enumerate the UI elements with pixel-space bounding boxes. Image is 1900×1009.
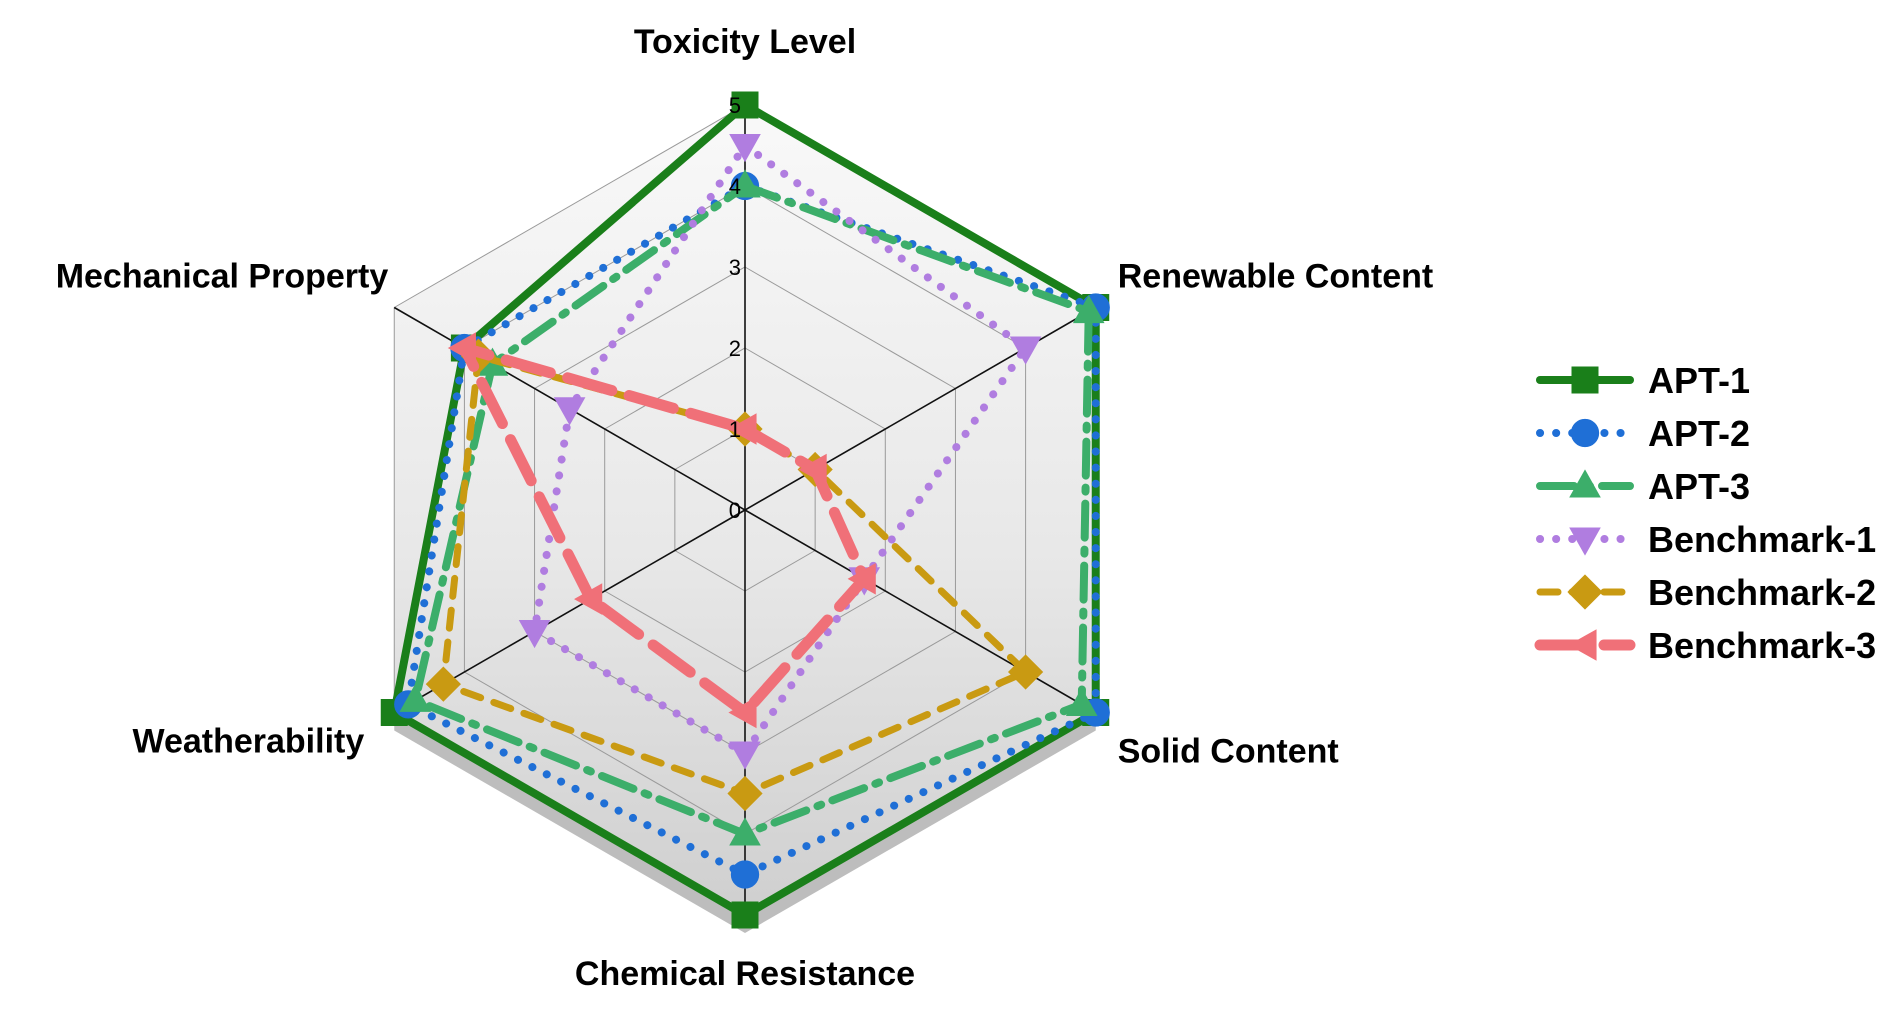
marker-apt-3-toxicity-level [729, 169, 761, 198]
marker-apt-1-toxicity-level [731, 91, 759, 119]
tick-label: 3 [729, 255, 741, 280]
axis-label-weatherability: Weatherability [132, 723, 364, 761]
tick-label: 1 [729, 417, 741, 442]
marker-benchmark-3-mechanical-property [447, 332, 476, 364]
spoke-solid-content [744, 509, 1097, 714]
marker-benchmark-1-mechanical-property [553, 397, 586, 426]
marker-apt-2-chemical-resistance [730, 860, 760, 889]
marker-benchmark-3-renewable-content [798, 453, 827, 486]
marker-benchmark-2-weatherability [425, 666, 461, 702]
tick-label: 5 [729, 93, 741, 118]
axis-label-solid-content: Solid Content [1118, 733, 1339, 771]
legend-swatch-marker [1569, 469, 1601, 498]
marker-benchmark-1-chemical-resistance [729, 741, 761, 770]
marker-benchmark-1-renewable-content [1009, 336, 1042, 365]
legend-swatch-marker [1568, 629, 1597, 661]
legend-swatch-marker [1571, 366, 1599, 394]
marker-benchmark-1-weatherability [518, 619, 551, 649]
legend-item-apt-1: APT-1 [1536, 360, 1750, 401]
legend-swatch-marker [1567, 574, 1603, 610]
legend-item-benchmark-1: Benchmark-1 [1536, 519, 1876, 560]
marker-apt-3-solid-content [1065, 687, 1098, 716]
marker-apt-3-weatherability [399, 683, 432, 712]
marker-benchmark-3-solid-content [847, 563, 876, 595]
axis-label-mechanical-property: Mechanical Property [56, 258, 389, 296]
legend-label: Benchmark-2 [1648, 572, 1876, 613]
legend-item-benchmark-3: Benchmark-3 [1534, 625, 1876, 666]
marker-apt-1-chemical-resistance [731, 901, 759, 929]
marker-benchmark-3-weatherability [574, 583, 603, 615]
tick-label: 4 [729, 174, 741, 199]
series-group [380, 91, 1110, 929]
marker-apt-3-chemical-resistance [729, 817, 761, 846]
legend-label: APT-3 [1648, 466, 1750, 507]
series-benchmark-3 [447, 332, 876, 729]
legend-label: APT-1 [1648, 360, 1750, 401]
legend-label: Benchmark-1 [1648, 519, 1876, 560]
legend-item-benchmark-2: Benchmark-2 [1536, 572, 1876, 613]
marker-benchmark-3-toxicity-level [728, 413, 757, 445]
marker-apt-3-renewable-content [1072, 294, 1105, 324]
tick-labels: 0 1 2 3 4 5 [729, 93, 741, 523]
marker-benchmark-1-toxicity-level [729, 133, 761, 163]
marker-benchmark-3-chemical-resistance [728, 696, 757, 729]
axis-label-toxicity-level: Toxicity Level [634, 23, 856, 61]
axis-label-chemical-resistance: Chemical Resistance [575, 955, 915, 993]
legend: APT-1APT-2APT-3Benchmark-1Benchmark-2Ben… [1534, 360, 1876, 666]
legend-item-apt-2: APT-2 [1536, 413, 1750, 454]
legend-swatch-marker [1569, 527, 1601, 556]
legend-label: Benchmark-3 [1648, 625, 1876, 666]
axis-label-renewable-content: Renewable Content [1118, 258, 1433, 296]
legend-swatch-marker [1570, 418, 1600, 448]
legend-item-apt-3: APT-3 [1536, 466, 1750, 507]
marker-benchmark-2-chemical-resistance [727, 775, 763, 812]
legend-label: APT-2 [1648, 413, 1750, 454]
tick-label: 2 [729, 336, 741, 361]
tick-label: 0 [729, 498, 741, 523]
marker-benchmark-2-solid-content [1007, 654, 1044, 690]
